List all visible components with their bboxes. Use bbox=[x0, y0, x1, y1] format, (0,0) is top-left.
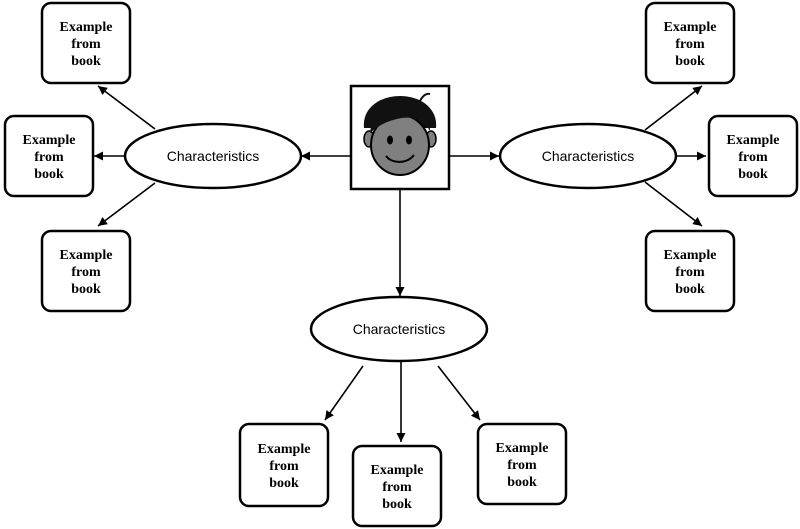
example-text-line: book bbox=[269, 476, 299, 491]
example-text-line: from bbox=[738, 150, 768, 165]
example-text-line: Example bbox=[727, 133, 780, 148]
example-text-line: Example bbox=[60, 20, 113, 35]
example-box: Example from book bbox=[476, 422, 568, 506]
example-text-line: from bbox=[675, 37, 705, 52]
center-connectors bbox=[301, 151, 499, 296]
characteristics-oval-bottom bbox=[309, 295, 489, 363]
example-text-line: Example bbox=[258, 442, 311, 457]
characteristics-groups: CharacteristicsExamplefrombookExamplefro… bbox=[3, 1, 799, 528]
example-box: Example from book bbox=[40, 229, 132, 313]
example-box: Example from book bbox=[40, 1, 132, 85]
example-text-line: Example bbox=[664, 248, 717, 263]
example-box: Example from book bbox=[644, 1, 736, 85]
characteristics-group-left: CharacteristicsExamplefrombookExamplefro… bbox=[3, 1, 303, 313]
example-text-line: from bbox=[382, 480, 412, 495]
arrow-bottom-to-example-1 bbox=[324, 365, 364, 421]
example-text-line: book bbox=[71, 282, 101, 297]
characteristics-label: Characteristics bbox=[353, 321, 446, 337]
example-text-line: book bbox=[675, 282, 705, 297]
arrow-right-to-example-3 bbox=[644, 181, 703, 227]
characteristics-oval-right bbox=[498, 122, 678, 190]
example-text-line: book bbox=[675, 54, 705, 69]
example-text-line: from bbox=[34, 150, 64, 165]
example-text-line: book bbox=[71, 54, 101, 69]
example-box: Example from book bbox=[3, 114, 95, 198]
arrow-bottom-to-example-3 bbox=[437, 365, 481, 421]
example-text-line: book bbox=[382, 497, 412, 512]
example-text-line: book bbox=[738, 167, 768, 182]
example-box: Example from book bbox=[707, 114, 799, 198]
characteristics-oval-left bbox=[123, 122, 303, 190]
arrow-left-to-example-1 bbox=[97, 85, 156, 130]
example-text-line: from bbox=[71, 37, 101, 52]
characteristics-label: Characteristics bbox=[542, 148, 635, 164]
example-text-line: Example bbox=[496, 441, 549, 456]
example-box: Example from book bbox=[238, 422, 330, 508]
example-text-line: from bbox=[269, 459, 299, 474]
arrow-left-to-example-3 bbox=[97, 182, 156, 227]
example-text-line: Example bbox=[23, 133, 76, 148]
arrow-right-to-example-1 bbox=[644, 85, 703, 131]
example-box: Example from book bbox=[644, 229, 736, 313]
characteristics-group-right: CharacteristicsExamplefrombookExamplefro… bbox=[498, 1, 799, 313]
example-text-line: book bbox=[507, 475, 537, 490]
example-text-line: from bbox=[675, 265, 705, 280]
example-text-line: Example bbox=[664, 20, 717, 35]
example-text-line: from bbox=[71, 265, 101, 280]
center-character-box bbox=[349, 84, 451, 191]
smiling-boy-face-icon bbox=[363, 92, 437, 176]
characteristics-label: Characteristics bbox=[167, 148, 260, 164]
example-text-line: Example bbox=[371, 463, 424, 478]
example-box: Example from book bbox=[351, 444, 443, 528]
example-text-line: book bbox=[34, 167, 64, 182]
example-text-line: Example bbox=[60, 248, 113, 263]
example-text-line: from bbox=[507, 458, 537, 473]
